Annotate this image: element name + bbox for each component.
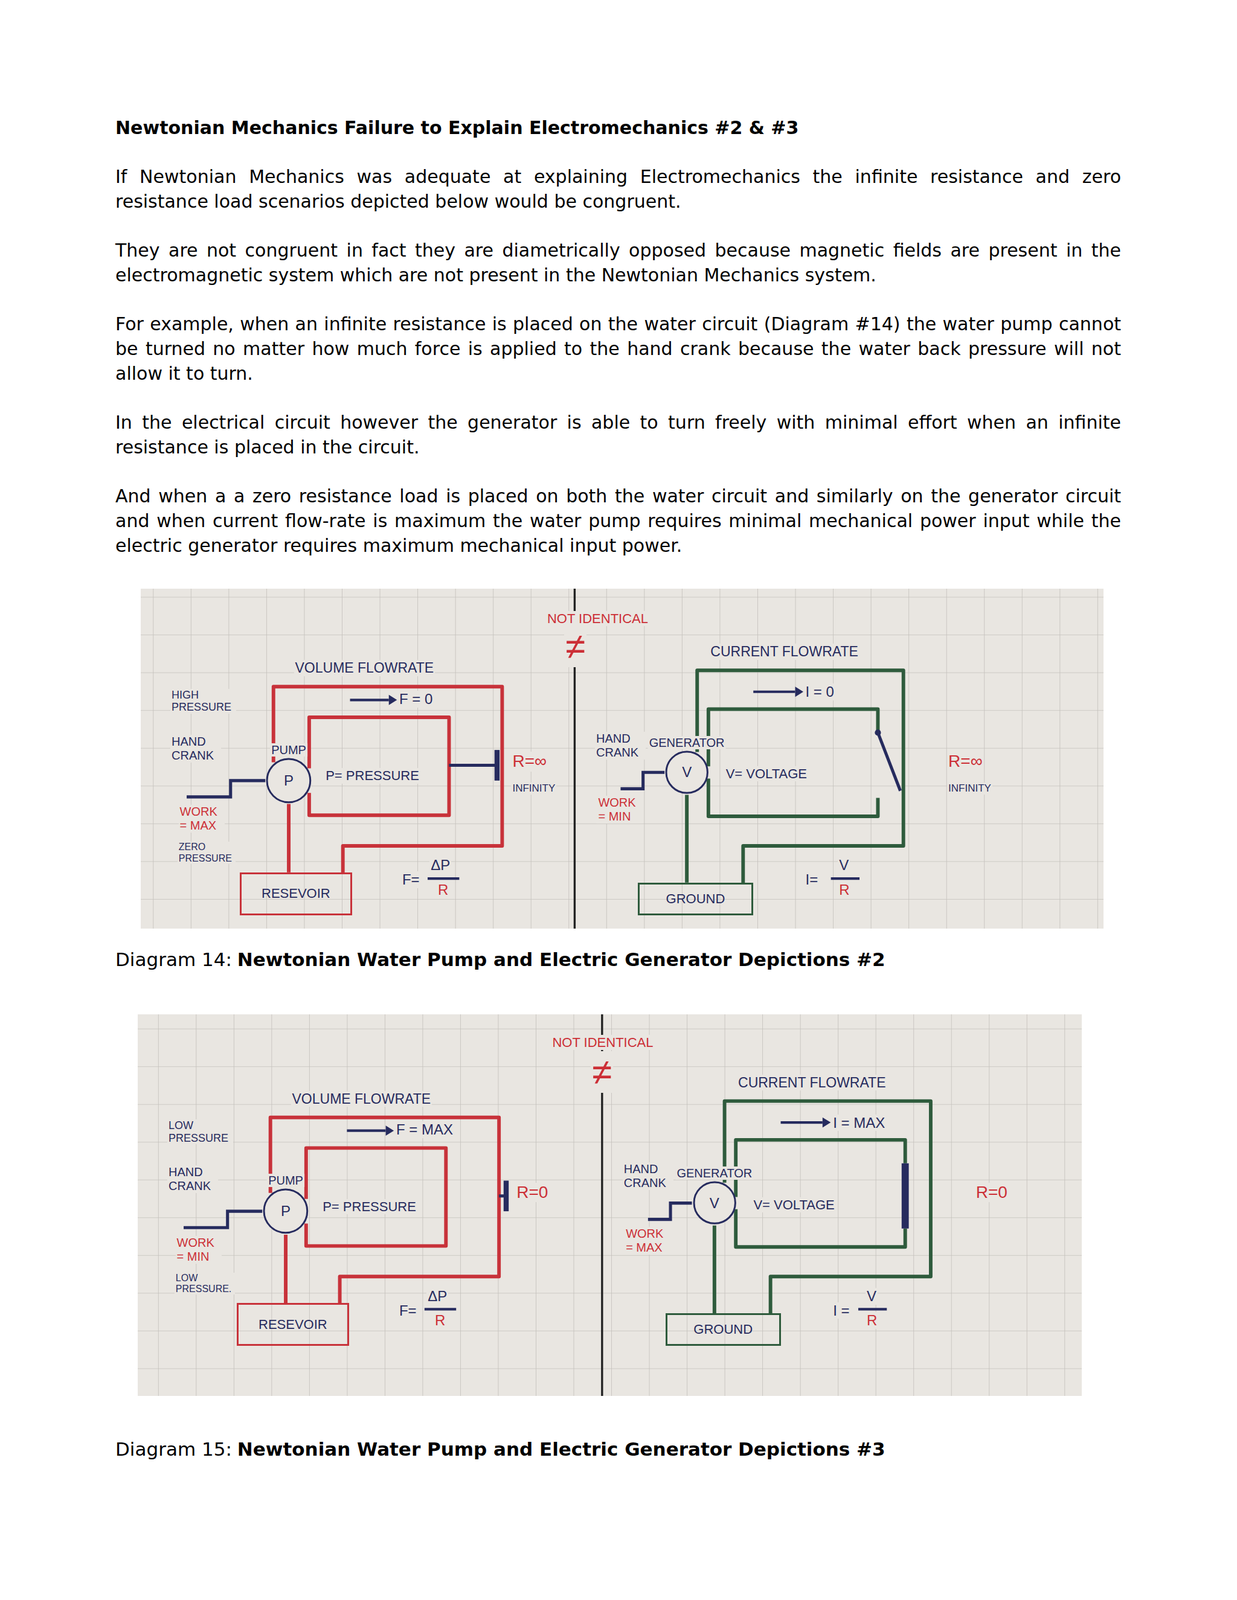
photo-diagram: NOT IDENTICAL≠ VOLUME FLOWRATE F = 0 HIGH P… [140, 588, 1104, 929]
work-label: WORK = MIN [175, 1236, 222, 1265]
pressure-note: ZERO PRESSURE [177, 841, 236, 865]
wire-connector [713, 1226, 715, 1314]
resistance-label: R=0 [974, 1183, 1009, 1203]
resistance-label: R=0 [515, 1183, 550, 1203]
box-label: GROUND [666, 891, 726, 908]
formula-part: ΔP [429, 857, 452, 874]
body-paragraph: For example, when an infinite resistance… [115, 311, 1122, 386]
pump-circle: PUMPP [265, 757, 313, 805]
crank-label: HAND CRANK [622, 1162, 674, 1191]
formula-part: V [865, 1288, 878, 1306]
reservoir-box: RESEVOIR [236, 1303, 350, 1347]
figure-caption: Diagram 14:Newtonian Water Pump and Elec… [115, 947, 886, 972]
formula-part: I= [804, 871, 820, 889]
caption-text: Newtonian Water Pump and Electric Genera… [237, 1438, 886, 1461]
resistance-note: INFINITY [510, 782, 557, 795]
pipe-connector [285, 1235, 287, 1304]
node-symbol: P [283, 772, 294, 790]
text-column: Newtonian Mechanics Failure to Explain E… [115, 115, 1122, 583]
pump-circle: PUMPP [262, 1188, 310, 1236]
not-equal-sign: ≠ [590, 1051, 614, 1094]
generator-circle: GENERATORV [664, 750, 710, 795]
pressure-label: P= PRESSURE [324, 768, 421, 784]
work-label: WORK = MIN [596, 796, 643, 824]
wire-connector [686, 794, 688, 883]
formula-part: R [837, 881, 851, 899]
box-label: GROUND [693, 1322, 753, 1338]
work-label: WORK = MAX [178, 805, 225, 833]
ground-box: GROUND [665, 1313, 781, 1347]
flow-value: I = 0 [804, 683, 836, 701]
body-paragraph: If Newtonian Mechanics was adequate at e… [115, 164, 1122, 214]
formula-part: I = [831, 1302, 851, 1320]
node-symbol: P [280, 1203, 291, 1221]
flow-heading: VOLUME FLOWRATE [294, 660, 436, 676]
formula-part: R [433, 1312, 447, 1330]
node-symbol: V [709, 1195, 720, 1213]
voltage-label: V= VOLTAGE [724, 766, 809, 782]
photo-diagram: NOT IDENTICAL≠ VOLUME FLOWRATE F = MAX LOW … [137, 1014, 1082, 1397]
resistance-note: INFINITY [947, 782, 993, 795]
pressure-note: LOW PRESSURE. [174, 1273, 235, 1296]
node-symbol: V [681, 764, 692, 781]
box-label: RESEVOIR [261, 886, 331, 902]
pressure-note: HIGH PRESSURE [170, 689, 237, 714]
node-heading: PUMP [266, 1174, 305, 1188]
flow-heading: CURRENT FLOWRATE [709, 643, 860, 660]
body-paragraph: In the electrical circuit however the ge… [115, 410, 1122, 460]
formula-part: ΔP [426, 1288, 449, 1306]
formula-part: F= [398, 1302, 418, 1320]
node-heading: GENERATOR [675, 1166, 754, 1181]
caption-number: Diagram 15: [115, 1438, 232, 1461]
body-paragraph: And when a a zero resistance load is pla… [115, 483, 1122, 559]
formula-part: R [436, 881, 450, 899]
crank-label: HAND CRANK [167, 1165, 219, 1194]
pressure-note: LOW PRESSURE [167, 1119, 234, 1145]
node-heading: GENERATOR [648, 736, 727, 750]
not-equal-sign: ≠ [564, 625, 587, 668]
reservoir-box: RESEVOIR [239, 872, 353, 916]
pressure-label: P= PRESSURE [321, 1199, 418, 1215]
resistance-label: R=∞ [510, 751, 548, 772]
document-title: Newtonian Mechanics Failure to Explain E… [115, 115, 1122, 141]
formula-part: F= [401, 871, 421, 889]
crank-label: HAND CRANK [170, 735, 222, 763]
formula-part: R [865, 1312, 879, 1330]
flow-value: F = MAX [395, 1121, 455, 1139]
caption-number: Diagram 14: [115, 948, 232, 971]
resistance-label: R=∞ [947, 751, 984, 772]
voltage-label: V= VOLTAGE [751, 1197, 836, 1213]
generator-circle: GENERATORV [692, 1180, 737, 1226]
flow-heading: VOLUME FLOWRATE [291, 1091, 433, 1108]
flow-heading: CURRENT FLOWRATE [736, 1075, 888, 1091]
work-label: WORK = MAX [624, 1227, 671, 1256]
flow-value: F = 0 [398, 690, 434, 708]
pipe-connector [288, 804, 290, 873]
formula-part: V [837, 857, 850, 874]
flow-value: I = MAX [831, 1114, 887, 1132]
ground-box: GROUND [637, 883, 754, 916]
crank-label: HAND CRANK [594, 732, 646, 760]
body-paragraph: They are not congruent in fact they are … [115, 237, 1122, 288]
figure-caption: Diagram 15:Newtonian Water Pump and Elec… [115, 1437, 886, 1462]
node-heading: PUMP [269, 743, 308, 757]
comparison-note: NOT IDENTICAL [546, 611, 650, 627]
caption-text: Newtonian Water Pump and Electric Genera… [237, 948, 886, 971]
box-label: RESEVOIR [258, 1317, 328, 1334]
comparison-note: NOT IDENTICAL [550, 1035, 655, 1051]
